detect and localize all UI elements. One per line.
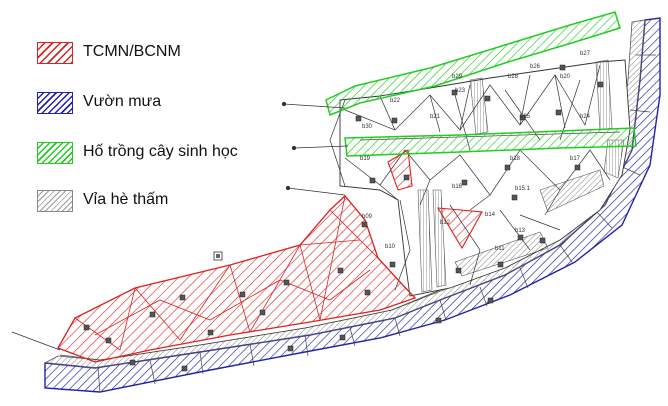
plan-label: b25 — [520, 114, 531, 120]
plan-label: b10 — [385, 244, 396, 250]
marker-icon — [213, 251, 223, 261]
legend-swatch-gray — [37, 190, 73, 212]
bioretention-strip-middle — [344, 127, 637, 157]
legend-label: Hố trồng cây sinh học — [83, 143, 238, 160]
plan-label: b15.1 — [515, 186, 531, 192]
legend-label: Vườn mưa — [83, 93, 162, 110]
legend-label: TCMN/BCNM — [83, 43, 181, 60]
plan-label: b14 — [485, 212, 496, 218]
plan-label: b09 — [362, 214, 373, 220]
plan-label: b16 — [452, 184, 463, 190]
legend-swatch-red — [37, 42, 73, 64]
drain-inlets — [83, 64, 604, 372]
plan-label: b20 — [560, 74, 571, 80]
plan-label: b21 — [430, 114, 441, 120]
legend-swatch-blue — [37, 92, 73, 114]
plan-label: b11 — [495, 246, 505, 252]
bioretention-strip-top — [325, 11, 621, 117]
plan-label: b17 — [570, 156, 581, 162]
plan-label: b23 — [455, 88, 466, 94]
plan-label: b22 — [390, 98, 401, 104]
plan-label: b19 — [360, 156, 371, 162]
legend-label: Vỉa hè thấm — [83, 191, 169, 208]
tcmn-bcnm-zone-small-1 — [436, 207, 483, 250]
plan-label: b27 — [580, 51, 591, 57]
leader-lines — [11, 101, 349, 351]
plan-label: b24 — [580, 114, 591, 120]
plan-label: b18 — [510, 156, 521, 162]
plan-label: b13 — [515, 228, 526, 234]
plan-label: b26 — [530, 64, 541, 70]
plan-label: b28 — [508, 74, 519, 80]
plan-label: b29 — [452, 74, 463, 80]
plan-labels: b27 b26 b29 b28 b20 b23 b22 b21 b25 b24 … — [360, 51, 591, 252]
tcmn-internal-lines — [74, 195, 379, 351]
plan-label: b12 — [440, 220, 451, 226]
plan-label: b30 — [362, 124, 373, 130]
legend-swatch-green — [37, 142, 73, 164]
